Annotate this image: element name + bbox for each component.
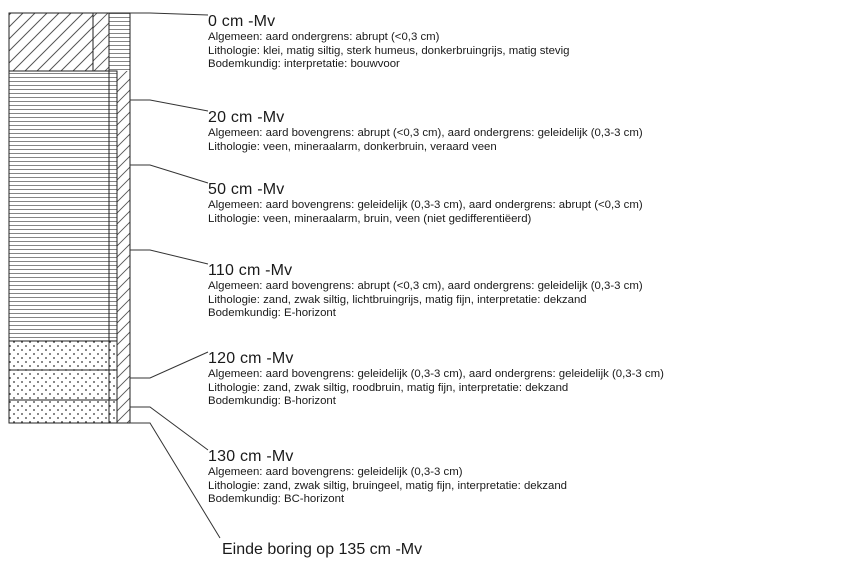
layer-depth-label: 120 cm -Mv xyxy=(208,350,294,367)
layer-depth-label: 0 cm -Mv xyxy=(208,13,276,30)
depth-connector-line xyxy=(130,99,209,112)
depth-connector-line xyxy=(130,351,209,379)
layer-description-line: Lithologie: zand, zwak siltig, lichtbrui… xyxy=(208,293,587,306)
layer-description-line: Bodemkundig: BC-horizont xyxy=(208,493,345,505)
depth-connector-line xyxy=(130,249,209,265)
layer-description-line: Lithologie: veen, mineraalarm, bruin, ve… xyxy=(208,212,532,225)
layer-depth-label: 130 cm -Mv xyxy=(208,448,294,465)
layer-description-line: Algemeen: aard bovengrens: geleidelijk (… xyxy=(208,368,664,380)
layer-fill-sand xyxy=(9,341,117,423)
layer-description-line: Lithologie: zand, zwak siltig, bruingeel… xyxy=(208,479,568,492)
depth-connector-line xyxy=(130,164,209,184)
end-connector-line xyxy=(130,422,221,539)
depth-connector-line xyxy=(130,406,209,451)
layer-description-line: Lithologie: veen, mineraalarm, donkerbru… xyxy=(208,140,497,153)
depth-connector-line xyxy=(130,12,209,16)
end-of-boring-label: Einde boring op 135 cm -Mv xyxy=(222,541,423,558)
layer-depth-label: 50 cm -Mv xyxy=(208,181,285,198)
layer-fill-peat xyxy=(9,71,117,341)
layer-description-line: Lithologie: klei, matig siltig, sterk hu… xyxy=(208,44,570,57)
layer-description-line: Lithologie: zand, zwak siltig, roodbruin… xyxy=(208,381,569,394)
layer-description-line: Bodemkundig: B-horizont xyxy=(208,395,336,407)
layer-fill-clay xyxy=(9,13,93,71)
layer-description-line: Algemeen: aard bovengrens: abrupt (<0,3 … xyxy=(208,280,643,292)
layer-depth-label: 110 cm -Mv xyxy=(208,262,293,279)
layer-description-line: Algemeen: aard bovengrens: geleidelijk (… xyxy=(208,466,463,478)
layer-depth-label: 20 cm -Mv xyxy=(208,109,285,126)
layer-fill-clay-sub xyxy=(93,13,109,71)
strip-fill-main xyxy=(117,71,130,423)
layer-description-line: Algemeen: aard bovengrens: abrupt (<0,3 … xyxy=(208,127,643,139)
layer-description-line: Bodemkundig: E-horizont xyxy=(208,307,336,319)
layer-description-line: Algemeen: aard bovengrens: geleidelijk (… xyxy=(208,199,643,211)
layer-description-line: Bodemkundig: interpretatie: bouwvoor xyxy=(208,58,400,70)
strip-fill-top xyxy=(109,13,130,71)
layer-description-line: Algemeen: aard ondergrens: abrupt (<0,3 … xyxy=(208,31,440,43)
